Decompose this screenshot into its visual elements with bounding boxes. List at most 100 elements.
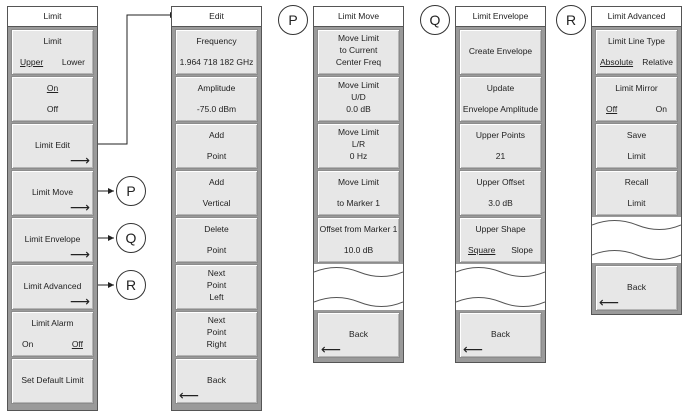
key-label-line1: Move Limit (337, 177, 380, 187)
set-default-limit-key[interactable]: Set Default Limit (11, 358, 94, 404)
offset-from-marker-key[interactable]: Offset from Marker 1 10.0 dB (317, 217, 400, 263)
next-point-left-key[interactable]: Next Point Left (175, 264, 258, 310)
key-label: Limit Edit (35, 140, 70, 150)
key-label: Set Default Limit (21, 375, 84, 385)
callout-q-limit-envelope-menu: Q (420, 5, 450, 35)
delete-point-key[interactable]: Delete Point (175, 217, 258, 263)
offset-value: 10.0 dB (343, 245, 374, 255)
frequency-key[interactable]: Frequency 1.964 718 182 GHz (175, 29, 258, 75)
on-option: On (46, 83, 59, 93)
limit-edit-key[interactable]: Limit Edit ⟶ (11, 123, 94, 169)
amplitude-value: -75.0 dBm (196, 104, 237, 114)
key-label-line1: Delete (204, 224, 229, 234)
off-option: Off (46, 104, 59, 114)
next-point-right-key[interactable]: Next Point Right (175, 311, 258, 357)
edit-menu-title: Edit (172, 7, 261, 27)
key-label: Back (349, 329, 368, 339)
create-envelope-key[interactable]: Create Envelope (459, 29, 542, 75)
key-label-line1: Move Limit (337, 80, 380, 90)
move-to-marker-key[interactable]: Move Limit to Marker 1 (317, 170, 400, 216)
limit-upper-lower-key[interactable]: Limit Upper Lower (11, 29, 94, 75)
limit-move-menu: Limit Move Move Limit to Current Center … (313, 6, 404, 363)
callout-p-limit-move-menu: P (278, 5, 308, 35)
right-arrow-icon: ⟶ (69, 293, 90, 309)
key-label: Limit (43, 36, 62, 46)
upper-points-key[interactable]: Upper Points 21 (459, 123, 542, 169)
key-label: Amplitude (197, 83, 236, 93)
callout-p-near-limit-move: P (116, 176, 146, 206)
advanced-connector-arrowhead (108, 282, 114, 288)
limit-on-off-key[interactable]: On Off (11, 76, 94, 122)
lr-value: 0 Hz (349, 151, 368, 161)
move-connector-arrowhead (108, 188, 114, 194)
back-key[interactable]: Back ⟵ (175, 358, 258, 404)
limit-envelope-key[interactable]: Limit Envelope ⟶ (11, 217, 94, 263)
key-label-line1: Next (207, 268, 226, 278)
key-label-line2: to Marker 1 (337, 198, 380, 208)
key-label-line1: Recall (624, 177, 649, 187)
update-envelope-amplitude-key[interactable]: Update Envelope Amplitude (459, 76, 542, 122)
callout-r-limit-advanced-menu: R (556, 5, 586, 35)
key-label: Offset from Marker 1 (319, 224, 398, 234)
move-to-center-freq-key[interactable]: Move Limit to Current Center Freq (317, 29, 400, 75)
key-label: Back (627, 282, 646, 292)
absolute-option: Absolute (600, 57, 634, 67)
menu-break (314, 264, 403, 310)
left-arrow-icon: ⟵ (321, 341, 342, 357)
upper-option: Upper (20, 57, 44, 67)
edit-connector (98, 14, 170, 145)
recall-limit-key[interactable]: Recall Limit (595, 170, 678, 216)
add-vertical-key[interactable]: Add Vertical (175, 170, 258, 216)
limit-envelope-menu: Limit Envelope Create Envelope Update En… (455, 6, 546, 363)
limit-line-type-key[interactable]: Limit Line Type Absolute Relative (595, 29, 678, 75)
limit-advanced-menu: Limit Advanced Limit Line Type Absolute … (591, 6, 682, 315)
upper-offset-value: 3.0 dB (488, 198, 513, 208)
add-point-key[interactable]: Add Point (175, 123, 258, 169)
envelope-connector-arrowhead (108, 235, 114, 241)
limit-move-menu-title: Limit Move (314, 7, 403, 27)
frequency-value: 1.964 718 182 GHz (179, 57, 254, 67)
key-label-line2: Point (206, 280, 227, 290)
key-label-line1: Next (207, 315, 226, 325)
key-label: Upper Points (475, 130, 526, 140)
limit-mirror-key[interactable]: Limit Mirror Off On (595, 76, 678, 122)
key-label: Create Envelope (468, 46, 533, 56)
upper-shape-key[interactable]: Upper Shape Square Slope (459, 217, 542, 263)
key-label-line2: L/R (351, 139, 366, 149)
callout-q-near-limit-envelope: Q (116, 223, 146, 253)
right-arrow-icon: ⟶ (69, 152, 90, 168)
key-label-line2: U/D (351, 92, 366, 102)
limit-advanced-key[interactable]: Limit Advanced ⟶ (11, 264, 94, 310)
save-limit-key[interactable]: Save Limit (595, 123, 678, 169)
off-option: Off (71, 339, 83, 349)
back-key[interactable]: Back ⟵ (595, 265, 678, 311)
limit-move-key[interactable]: Limit Move ⟶ (11, 170, 94, 216)
key-label: Upper Offset (476, 177, 525, 187)
limit-alarm-key[interactable]: Limit Alarm On Off (11, 311, 94, 357)
key-label-line2: Point (206, 327, 227, 337)
limit-envelope-menu-title: Limit Envelope (456, 7, 545, 27)
back-key[interactable]: Back ⟵ (459, 312, 542, 358)
square-option: Square (468, 245, 496, 255)
upper-offset-key[interactable]: Upper Offset 3.0 dB (459, 170, 542, 216)
move-limit-lr-key[interactable]: Move Limit L/R 0 Hz (317, 123, 400, 169)
amplitude-key[interactable]: Amplitude -75.0 dBm (175, 76, 258, 122)
key-label-line2: Point (206, 245, 227, 255)
menu-break (456, 264, 545, 310)
right-arrow-icon: ⟶ (69, 199, 90, 215)
key-label: Limit Envelope (24, 234, 81, 244)
key-label: Limit Mirror (615, 83, 658, 93)
upper-points-value: 21 (495, 151, 506, 161)
key-label-line1: Add (208, 130, 225, 140)
key-label: Limit Advanced (23, 281, 82, 291)
key-label-line2: Envelope Amplitude (462, 104, 539, 114)
limit-menu-title: Limit (8, 7, 97, 27)
back-key[interactable]: Back ⟵ (317, 312, 400, 358)
relative-option: Relative (642, 57, 673, 67)
key-label-line2: to Current (339, 45, 378, 55)
key-label-line2: Limit (627, 151, 646, 161)
move-limit-ud-key[interactable]: Move Limit U/D 0.0 dB (317, 76, 400, 122)
edit-menu: Edit Frequency 1.964 718 182 GHz Amplitu… (171, 6, 262, 411)
key-label: Limit Move (31, 187, 74, 197)
key-label-line3: Right (206, 339, 227, 349)
